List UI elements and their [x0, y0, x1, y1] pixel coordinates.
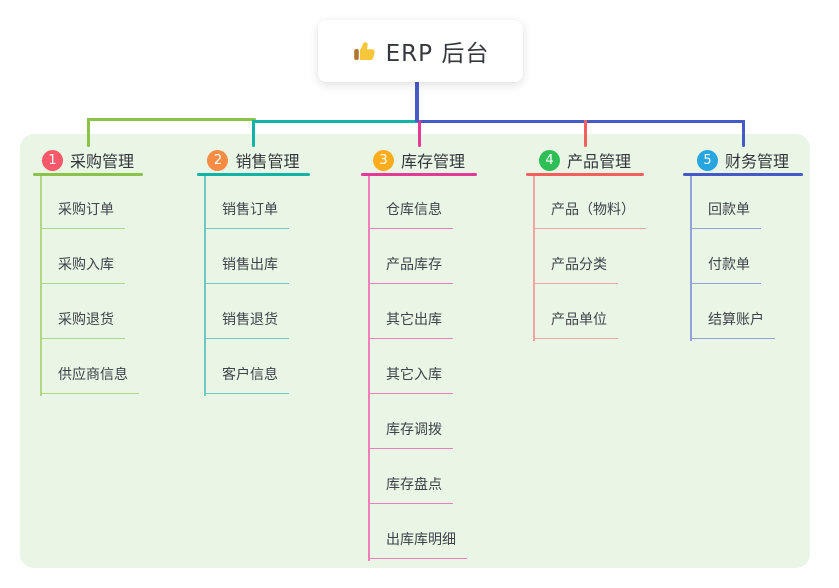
branch-title-2[interactable]: 2 销售管理: [197, 147, 310, 173]
branch-number-badge: 3: [372, 149, 394, 171]
connector-drop-branch-2: [252, 120, 255, 147]
connector-drop-branch-3: [418, 120, 421, 147]
branch-title-label: 财务管理: [724, 152, 789, 171]
connector-drop-branch-1: [87, 118, 90, 147]
child-node[interactable]: 销售订单: [204, 200, 289, 229]
branch-child-line: [204, 176, 206, 396]
child-node[interactable]: 其它入库: [368, 365, 453, 394]
child-node[interactable]: 库存调拨: [368, 420, 453, 449]
branch-underline: [526, 173, 644, 176]
branch-child-line: [368, 176, 370, 561]
branch-underline: [683, 173, 803, 176]
branch-underline: [361, 173, 477, 176]
branch-child-line: [40, 176, 42, 396]
child-node[interactable]: 回款单: [690, 200, 761, 229]
child-node[interactable]: 采购订单: [40, 200, 125, 229]
branch-title-label: 产品管理: [566, 152, 631, 171]
child-node[interactable]: 结算账户: [690, 310, 775, 339]
branch-title-4[interactable]: 4 产品管理: [526, 147, 644, 173]
child-node[interactable]: 产品分类: [533, 255, 618, 284]
branches-panel: [20, 134, 810, 568]
branch-title-1[interactable]: 1 采购管理: [33, 147, 143, 173]
connector-horizontal-left-outer: [87, 118, 256, 121]
branch-child-line: [690, 176, 692, 341]
branch-2: 2 销售管理销售订单销售出库销售退货客户信息: [197, 147, 310, 396]
child-node[interactable]: 产品库存: [368, 255, 453, 284]
child-node[interactable]: 产品（物料）: [533, 200, 646, 229]
connector-root-vertical: [415, 82, 419, 122]
branch-underline: [33, 173, 143, 176]
branch-5: 5 财务管理回款单付款单结算账户: [683, 147, 803, 341]
branch-number-badge: 2: [207, 149, 229, 171]
branch-number-badge: 4: [538, 149, 560, 171]
branch-title-label: 库存管理: [400, 152, 465, 171]
root-label: ERP 后台: [385, 41, 490, 67]
branch-title-label: 销售管理: [235, 152, 300, 171]
branch-underline: [197, 173, 310, 176]
child-node[interactable]: 销售出库: [204, 255, 289, 284]
branch-title-label: 采购管理: [69, 152, 134, 171]
child-node[interactable]: 客户信息: [204, 365, 289, 394]
child-node[interactable]: 销售退货: [204, 310, 289, 339]
child-node[interactable]: 采购入库: [40, 255, 125, 284]
child-node[interactable]: 库存盘点: [368, 475, 453, 504]
branch-4: 4 产品管理产品（物料） 产品分类产品单位: [526, 147, 646, 341]
child-node[interactable]: 仓库信息: [368, 200, 453, 229]
connector-drop-branch-5: [742, 120, 745, 147]
child-node[interactable]: 付款单: [690, 255, 761, 284]
connector-drop-branch-4: [584, 120, 587, 147]
branch-title-3[interactable]: 3 库存管理: [361, 147, 477, 173]
thumbs-up-icon: [353, 42, 375, 60]
branch-number-badge: 1: [41, 149, 63, 171]
branch-3: 3 库存管理仓库信息产品库存其它出库其它入库库存调拨库存盘点出库库明细: [361, 147, 477, 561]
child-node[interactable]: 供应商信息: [40, 365, 139, 394]
branch-number-badge: 5: [696, 149, 718, 171]
branch-child-line: [533, 176, 535, 341]
root-node[interactable]: ERP 后台: [318, 20, 523, 82]
connector-horizontal-right: [417, 120, 745, 123]
connector-horizontal-left-inner: [252, 120, 419, 123]
child-node[interactable]: 产品单位: [533, 310, 618, 339]
child-node[interactable]: 其它出库: [368, 310, 453, 339]
child-node[interactable]: 采购退货: [40, 310, 125, 339]
branch-1: 1 采购管理采购订单采购入库采购退货供应商信息: [33, 147, 143, 396]
branch-title-5[interactable]: 5 财务管理: [683, 147, 803, 173]
child-node[interactable]: 出库库明细: [368, 530, 467, 559]
